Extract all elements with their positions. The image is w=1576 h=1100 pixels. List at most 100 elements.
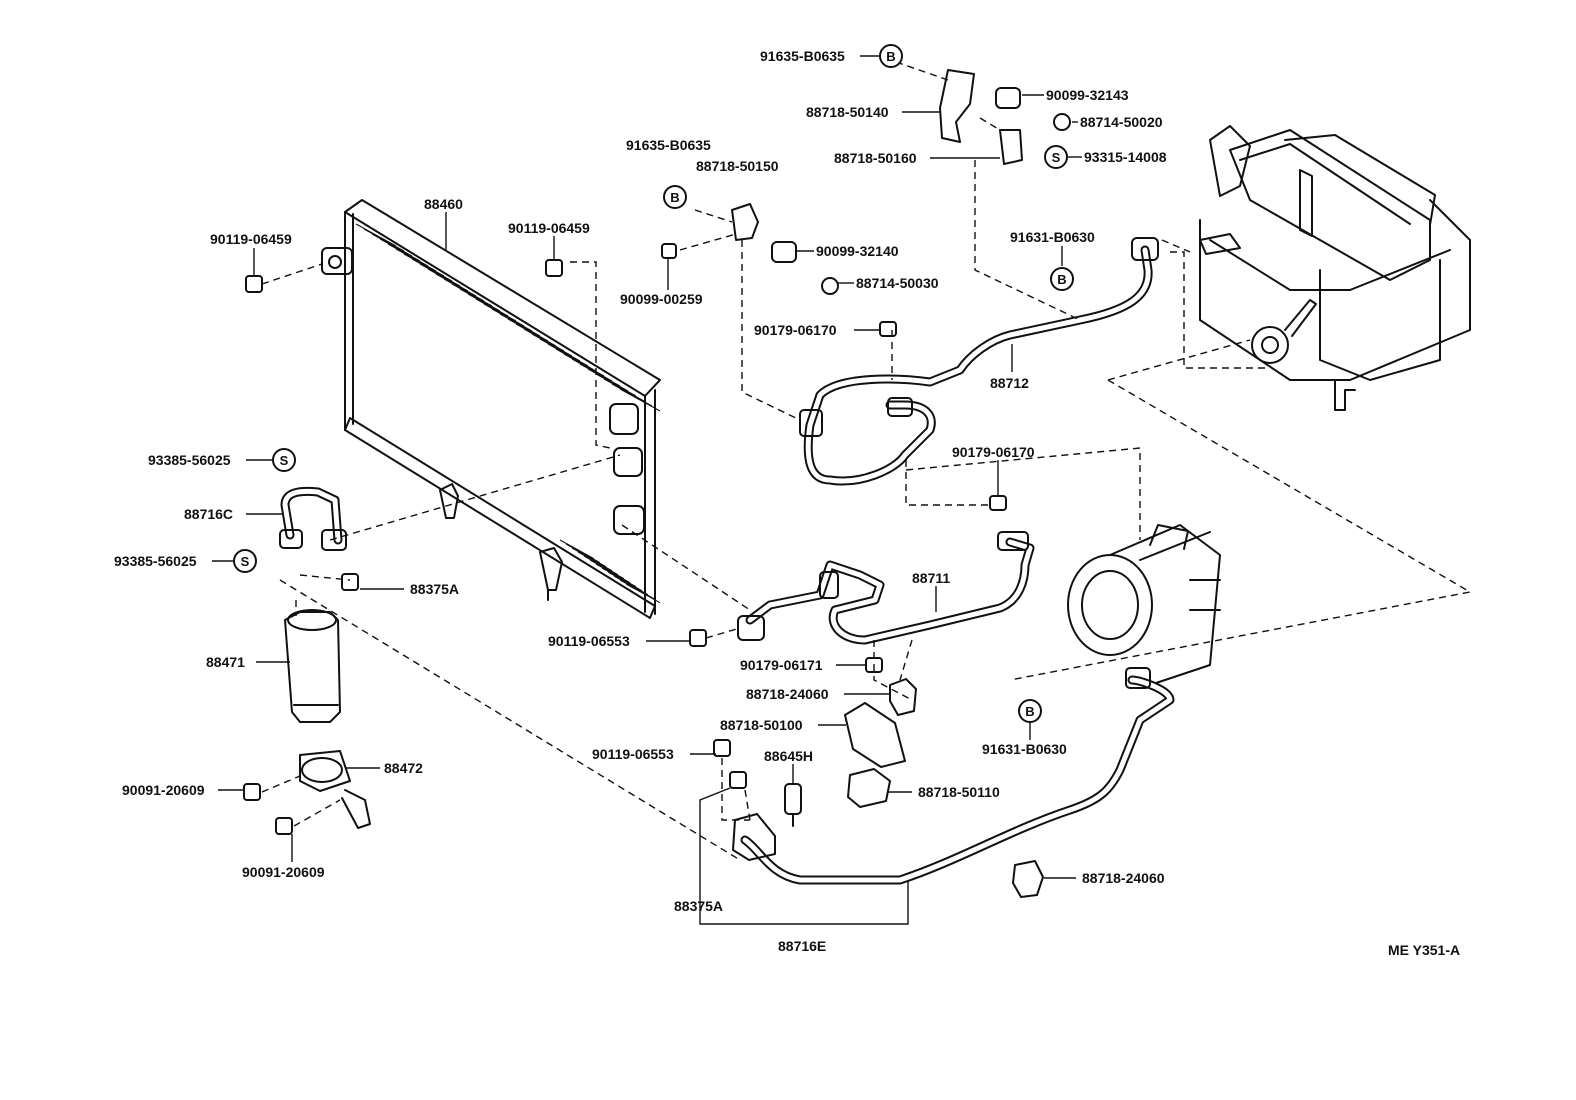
svg-text:B: B: [1025, 704, 1034, 719]
grommet-88714-50020[interactable]: [1053, 113, 1071, 131]
condenser-fin: [531, 333, 573, 357]
bolt-90119-06459-left[interactable]: [245, 275, 263, 293]
condenser-fin: [555, 348, 597, 372]
condenser-fin: [603, 378, 645, 402]
condenser-fin: [563, 353, 605, 377]
receiver-88471[interactable]: [284, 609, 341, 723]
condenser-fin: [559, 539, 595, 560]
condenser-fin: [607, 571, 643, 592]
bracket-88718-50160[interactable]: [999, 129, 1023, 165]
label-88460: 88460: [424, 196, 463, 212]
condenser-fin: [595, 373, 637, 397]
label-88375A-bottom: 88375A: [674, 898, 723, 914]
label-90099-32143: 90099-32143: [1046, 87, 1129, 103]
bolt-90091-20609-a[interactable]: [243, 783, 261, 801]
s-badge-93385-top: S: [272, 448, 296, 472]
discharge-hose-88712[interactable]: [799, 237, 1159, 486]
condenser-fin: [355, 223, 397, 247]
label-88375A-left: 88375A: [410, 581, 459, 597]
b-badge-91631-bot: B: [1018, 699, 1042, 723]
svg-text:B: B: [670, 190, 679, 205]
oring-88375A-left[interactable]: [341, 573, 359, 591]
nut-90099-32143[interactable]: [995, 87, 1021, 109]
bolt-90119-06459-right[interactable]: [545, 259, 563, 277]
condenser-fin: [601, 567, 637, 588]
condenser-fin: [507, 318, 549, 342]
svg-text:S: S: [1052, 150, 1061, 165]
condenser-fin: [619, 579, 655, 600]
oring-90179-06170-b[interactable]: [989, 495, 1007, 511]
condenser-fin: [363, 228, 405, 252]
clamp-88718-50110[interactable]: [847, 768, 891, 808]
bolt-90119-06553-b[interactable]: [713, 739, 731, 757]
condenser-fin: [523, 328, 565, 352]
condenser-fin: [499, 313, 541, 337]
condenser-fin: [371, 233, 413, 257]
b-badge-91635-mid: B: [663, 185, 687, 209]
label-88718-50140: 88718-50140: [806, 104, 889, 120]
label-88718-50150: 88718-50150: [696, 158, 779, 174]
diagram-code: ME Y351-A: [1388, 942, 1460, 958]
condenser-fin: [619, 388, 661, 412]
label-90099-32140: 90099-32140: [816, 243, 899, 259]
svg-text:B: B: [1057, 272, 1066, 287]
s-badge-93385-bot: S: [233, 549, 257, 573]
label-91631-B0630-bot: 91631-B0630: [982, 741, 1067, 757]
s-badge-93315: S: [1044, 145, 1068, 169]
condenser-fin: [625, 583, 661, 604]
label-90091-20609-b: 90091-20609: [242, 864, 325, 880]
pressure-switch-88645H[interactable]: [784, 783, 802, 827]
condenser-fin: [589, 559, 625, 580]
bolt-90099-00259[interactable]: [661, 243, 677, 259]
svg-text:S: S: [280, 453, 289, 468]
condenser-fin: [443, 278, 485, 302]
nut-90099-32140[interactable]: [771, 241, 797, 263]
label-88714-50030: 88714-50030: [856, 275, 939, 291]
clip-88718-24060-a[interactable]: [889, 678, 917, 716]
leader-lines: [212, 55, 1082, 925]
condenser-fin: [539, 338, 581, 362]
label-88718-24060-b: 88718-24060: [1082, 870, 1165, 886]
condenser-fin: [595, 563, 631, 584]
label-91635-B0635-top: 91635-B0635: [760, 48, 845, 64]
label-88718-50100: 88718-50100: [720, 717, 803, 733]
label-91631-B0630-top: 91631-B0630: [1010, 229, 1095, 245]
liquid-pipe-88711[interactable]: [737, 531, 1035, 645]
suction-pipe-88716E[interactable]: [732, 667, 1175, 885]
compressor: [1067, 524, 1221, 686]
condenser-fin: [613, 575, 649, 596]
label-90179-06171: 90179-06171: [740, 657, 823, 673]
label-93315-14008: 93315-14008: [1084, 149, 1167, 165]
condenser-fin: [395, 248, 437, 272]
clip-88718-50150[interactable]: [731, 203, 759, 241]
bracket-88472[interactable]: [299, 750, 371, 829]
clamp-88718-50100[interactable]: [844, 702, 906, 768]
condenser-88460[interactable]: [321, 199, 661, 619]
label-88645H: 88645H: [764, 748, 813, 764]
condenser-fin: [571, 547, 607, 568]
bolt-90119-06553-a[interactable]: [689, 629, 707, 647]
grommet-88714-50030[interactable]: [821, 277, 839, 295]
label-88718-50160: 88718-50160: [834, 150, 917, 166]
bracket-88718-50140[interactable]: [939, 69, 975, 143]
pipe-88716C[interactable]: [279, 486, 347, 551]
bolt-90091-20609-b[interactable]: [275, 817, 293, 835]
oring-90179-06170-a[interactable]: [879, 321, 897, 337]
evaporator-unit: [1199, 125, 1471, 411]
oring-88375A-bottom[interactable]: [729, 771, 747, 789]
condenser-fin: [547, 343, 589, 367]
label-90179-06170-mid: 90179-06170: [952, 444, 1035, 460]
label-88471: 88471: [206, 654, 245, 670]
condenser-fin: [515, 323, 557, 347]
condenser-fin: [411, 258, 453, 282]
label-88711: 88711: [912, 570, 950, 586]
condenser-fin: [577, 551, 613, 572]
condenser-fin: [475, 298, 517, 322]
condenser-fin: [419, 263, 461, 287]
b-badge-91631-top: B: [1050, 267, 1074, 291]
condenser-fin: [583, 555, 619, 576]
clip-88718-24060-b[interactable]: [1012, 860, 1044, 898]
condenser-fin: [379, 238, 421, 262]
svg-text:S: S: [241, 554, 250, 569]
